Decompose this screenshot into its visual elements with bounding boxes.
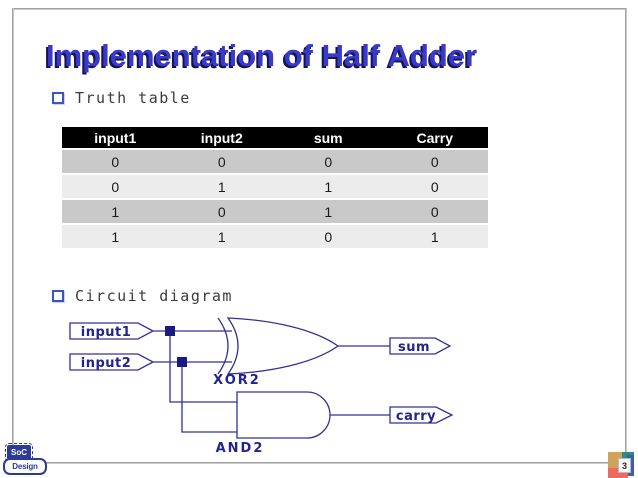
bullet-truth-table: Truth table xyxy=(52,90,191,107)
column-header-carry: Carry xyxy=(381,127,488,148)
junction-dot xyxy=(177,357,187,367)
column-header-input1: input1 xyxy=(62,127,169,148)
xor-gate xyxy=(226,317,340,375)
sum-port-flag xyxy=(389,337,452,355)
square-bullet-icon xyxy=(52,92,64,104)
wire-branch-input1 xyxy=(169,331,237,403)
bullet-circuit-diagram-label: Circuit diagram xyxy=(75,287,233,305)
soc-design-logo: SoC Design xyxy=(2,443,48,476)
input2-label: input2 xyxy=(81,356,132,371)
slide-border-left xyxy=(12,8,14,448)
sum-label: sum xyxy=(398,340,430,355)
table-cell: 1 xyxy=(275,200,382,223)
input1-port-flag xyxy=(69,322,155,340)
half-adder-circuit-diagram: input1 input2 XOR2 AND2 sum carry xyxy=(69,317,454,456)
logo-soc-text: SoC xyxy=(5,443,33,462)
table-cell: 1 xyxy=(275,175,382,198)
badge-red-block xyxy=(608,468,628,478)
bullet-circuit-diagram: Circuit diagram xyxy=(52,288,233,305)
input1-label: input1 xyxy=(81,325,132,340)
table-row: 1 0 1 0 xyxy=(62,200,488,223)
table-cell: 0 xyxy=(168,150,275,173)
table-cell: 0 xyxy=(381,200,488,223)
logo-design-text: Design xyxy=(3,458,47,475)
table-cell: 0 xyxy=(62,150,169,173)
slide-border-top xyxy=(12,8,627,10)
bullet-truth-table-label: Truth table xyxy=(75,89,191,107)
page-number: 3 xyxy=(618,458,631,473)
and-gate xyxy=(236,391,331,439)
table-cell: 0 xyxy=(381,150,488,173)
table-cell: 0 xyxy=(275,150,382,173)
table-row: 1 1 0 1 xyxy=(62,225,488,248)
table-cell: 0 xyxy=(381,175,488,198)
input2-port-flag xyxy=(69,353,155,371)
column-header-sum: sum xyxy=(275,127,382,148)
column-header-input2: input2 xyxy=(168,127,275,148)
slide-border-bottom xyxy=(44,462,609,464)
table-cell: 1 xyxy=(381,225,488,248)
xor-gate-input-arc xyxy=(217,317,229,375)
carry-label: carry xyxy=(396,409,436,424)
slide-title: Implementation of Half Adder xyxy=(46,38,478,73)
table-row: 0 1 1 0 xyxy=(62,175,488,198)
table-cell: 1 xyxy=(168,225,275,248)
table-cell: 1 xyxy=(62,200,169,223)
and-gate-label: AND2 xyxy=(216,441,265,456)
wire-branch-input2 xyxy=(181,362,237,433)
square-bullet-icon xyxy=(52,290,64,302)
table-cell: 0 xyxy=(275,225,382,248)
xor-gate-label: XOR2 xyxy=(213,373,261,388)
junction-dot xyxy=(165,326,175,336)
carry-port-flag xyxy=(389,406,454,424)
table-cell: 1 xyxy=(168,175,275,198)
table-cell: 1 xyxy=(62,225,169,248)
truth-table: input1 input2 sum Carry 0 0 0 0 0 1 1 0 … xyxy=(62,125,488,250)
table-cell: 0 xyxy=(62,175,169,198)
slide-border-right xyxy=(625,8,627,453)
table-cell: 0 xyxy=(168,200,275,223)
table-header-row: input1 input2 sum Carry xyxy=(62,127,488,148)
table-row: 0 0 0 0 xyxy=(62,150,488,173)
page-number-badge: 3 xyxy=(608,452,634,478)
